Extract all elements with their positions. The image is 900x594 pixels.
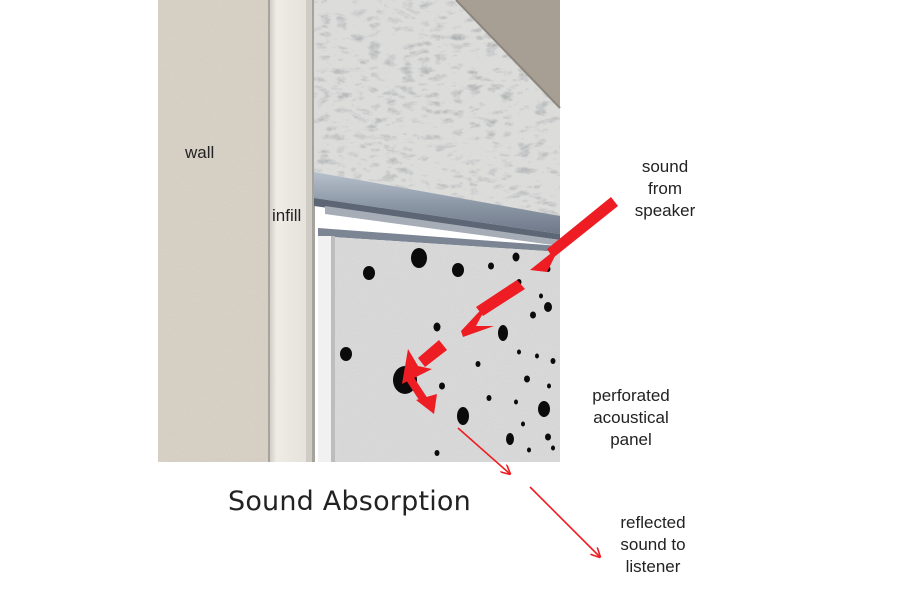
reflected-sound-arrows [457, 427, 600, 557]
textured-plaster [314, 0, 561, 225]
infill-label: infill [272, 206, 302, 225]
wall-label: wall [185, 143, 215, 162]
reflected-sound-label: reflected sound to listener [620, 513, 686, 576]
diagram-title: Sound Absorption [228, 486, 471, 517]
sound-from-speaker-label: sound from speaker [634, 157, 696, 220]
sound-arrow-1 [530, 197, 618, 272]
infill-strip [268, 0, 315, 462]
incoming-sound-arrows [402, 197, 618, 414]
wall-section [158, 0, 268, 462]
perforated-panel-label: perforated acoustical panel [592, 386, 670, 449]
mounting-rail [314, 172, 560, 252]
sound-arrow-2 [461, 280, 525, 337]
sound-arrow-4 [404, 373, 437, 414]
